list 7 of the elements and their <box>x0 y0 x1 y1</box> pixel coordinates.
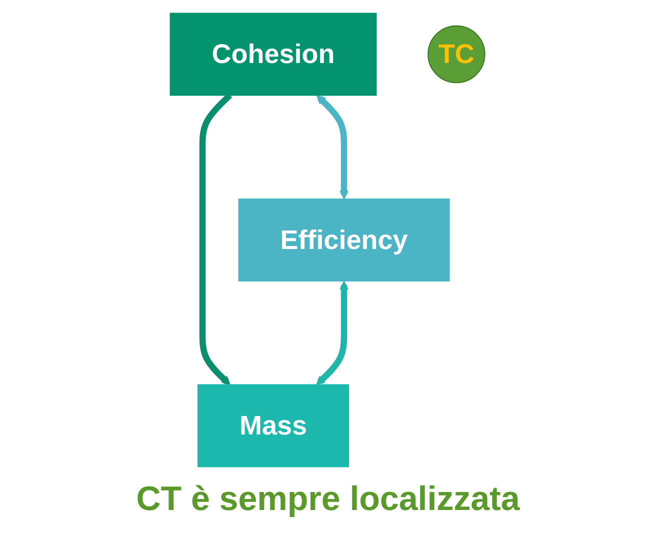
arrow <box>316 95 350 200</box>
node-circle: TC <box>428 25 486 84</box>
node-box: Cohesion <box>170 12 378 96</box>
node-box: Mass <box>198 384 350 468</box>
arrow <box>316 280 350 386</box>
caption: CT è sempre localizzata <box>135 480 521 519</box>
node-box: Efficiency <box>238 198 450 282</box>
